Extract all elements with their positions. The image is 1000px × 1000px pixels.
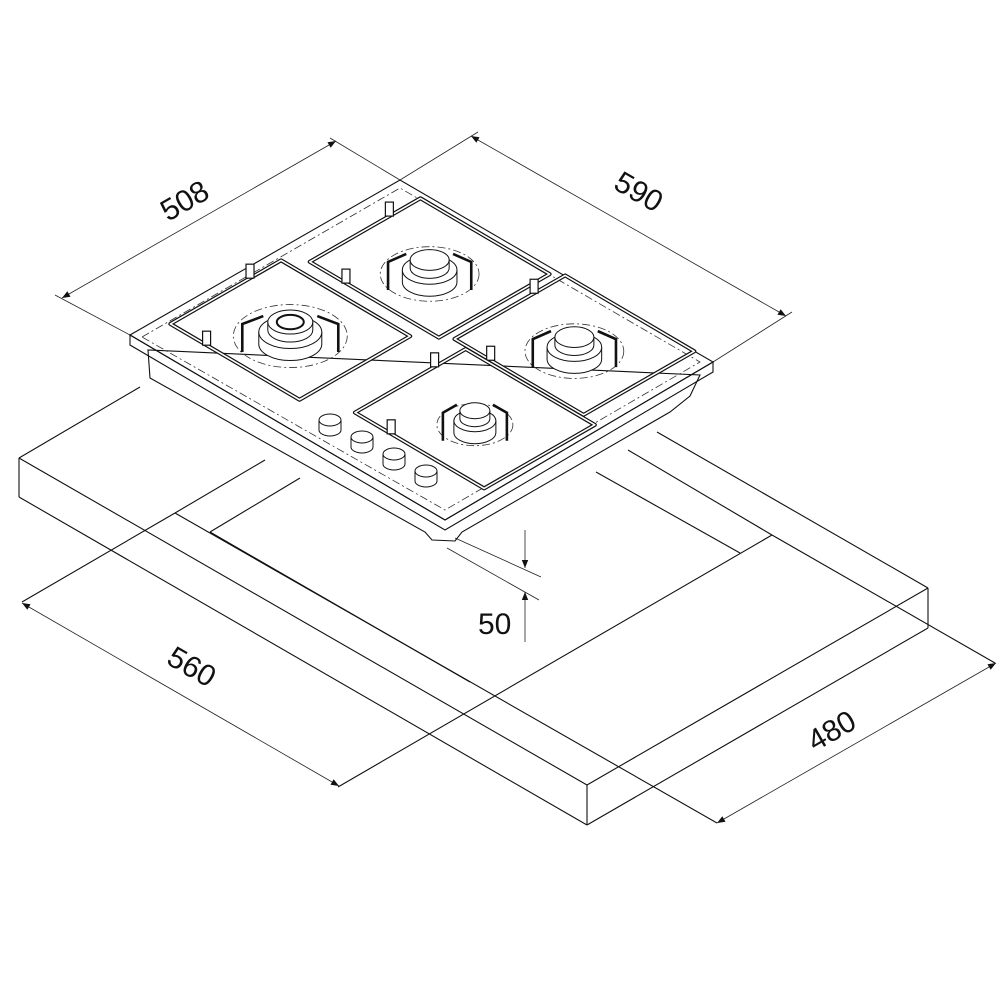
ext-line-590-right: [712, 311, 793, 363]
label-hob-depth: 508: [155, 174, 215, 228]
burner-flame-ring: [524, 323, 625, 379]
grate-arm: [492, 403, 509, 441]
burner-cap: [459, 402, 491, 420]
grate-finger: [341, 268, 351, 284]
cutout-back-left-edge: [174, 459, 266, 514]
control-knob: [318, 413, 342, 427]
control-knob: [350, 430, 374, 444]
burner-flame-ring: [232, 304, 348, 368]
countertop-bottom-right-edge: [586, 627, 929, 826]
hob-top-plate: [128, 179, 715, 521]
ext-line-50-top: [454, 537, 542, 578]
label-hob-width: 590: [609, 165, 669, 219]
grate-finger: [430, 352, 440, 368]
cutout: [21, 449, 996, 824]
burner-flame-ring: [379, 246, 480, 302]
pan-support-grate-highlight: [453, 274, 696, 416]
dim-line-590: [470, 135, 787, 317]
burner-cap: [554, 326, 595, 349]
countertop-back-right-edge: [656, 431, 929, 589]
cutout-inner-right-edge: [595, 471, 741, 554]
burner-cap: [409, 249, 450, 271]
countertop-front-right-top-edge: [586, 587, 929, 786]
ext-line-508-left: [54, 294, 131, 336]
ext-line-50-bottom: [446, 547, 540, 601]
cutout-inner-front-edge: [209, 531, 471, 683]
cutout-right-edge-extension: [337, 534, 773, 788]
dim-line-480: [716, 662, 997, 824]
wok-inner-ring: [275, 313, 305, 331]
grate-arm: [386, 252, 407, 290]
grate-arm: [531, 329, 552, 368]
cutout-back-left-extension: [21, 512, 176, 603]
cutout-inner-left-edge: [209, 477, 301, 533]
grate-arm: [597, 329, 618, 368]
countertop-back-left-edge: [18, 386, 141, 459]
pan-support-grate-highlight: [354, 348, 596, 490]
label-cutout-width: 560: [162, 640, 222, 694]
grate-arm: [452, 252, 473, 290]
dim-line-508: [61, 140, 337, 299]
countertop: [18, 386, 929, 826]
dim-line-560: [21, 602, 340, 787]
cutout-right-back-edge: [627, 449, 773, 536]
grate-finger: [529, 278, 539, 294]
grate-finger: [384, 201, 394, 217]
label-built-in-height: 50: [478, 608, 511, 641]
grate-finger: [386, 419, 396, 435]
grate-arm: [240, 314, 264, 353]
grate-arm: [441, 403, 458, 441]
hob-underside-pan: [147, 349, 701, 542]
grate-arm: [316, 314, 340, 353]
burner-cap: [267, 309, 314, 335]
grate-finger: [201, 330, 212, 346]
pan-support-grate-highlight: [308, 197, 551, 339]
dimension-lines: [21, 131, 997, 824]
hob-front-edge: [129, 334, 714, 531]
label-cutout-depth: 480: [802, 704, 862, 758]
gas-hob: [128, 179, 715, 542]
countertop-bottom-left-edge: [18, 496, 588, 826]
burner-flame-ring: [436, 403, 514, 447]
control-knob: [382, 447, 406, 461]
grate-finger: [245, 263, 255, 279]
control-knob: [414, 464, 438, 478]
ext-line-590-left: [399, 131, 479, 181]
ext-line-508-right: [329, 137, 401, 181]
hob-plate-inset-line: [141, 187, 701, 511]
cutout-right-extension: [771, 534, 996, 664]
pan-support-grate-highlight: [169, 259, 412, 401]
grate-finger: [486, 345, 496, 361]
